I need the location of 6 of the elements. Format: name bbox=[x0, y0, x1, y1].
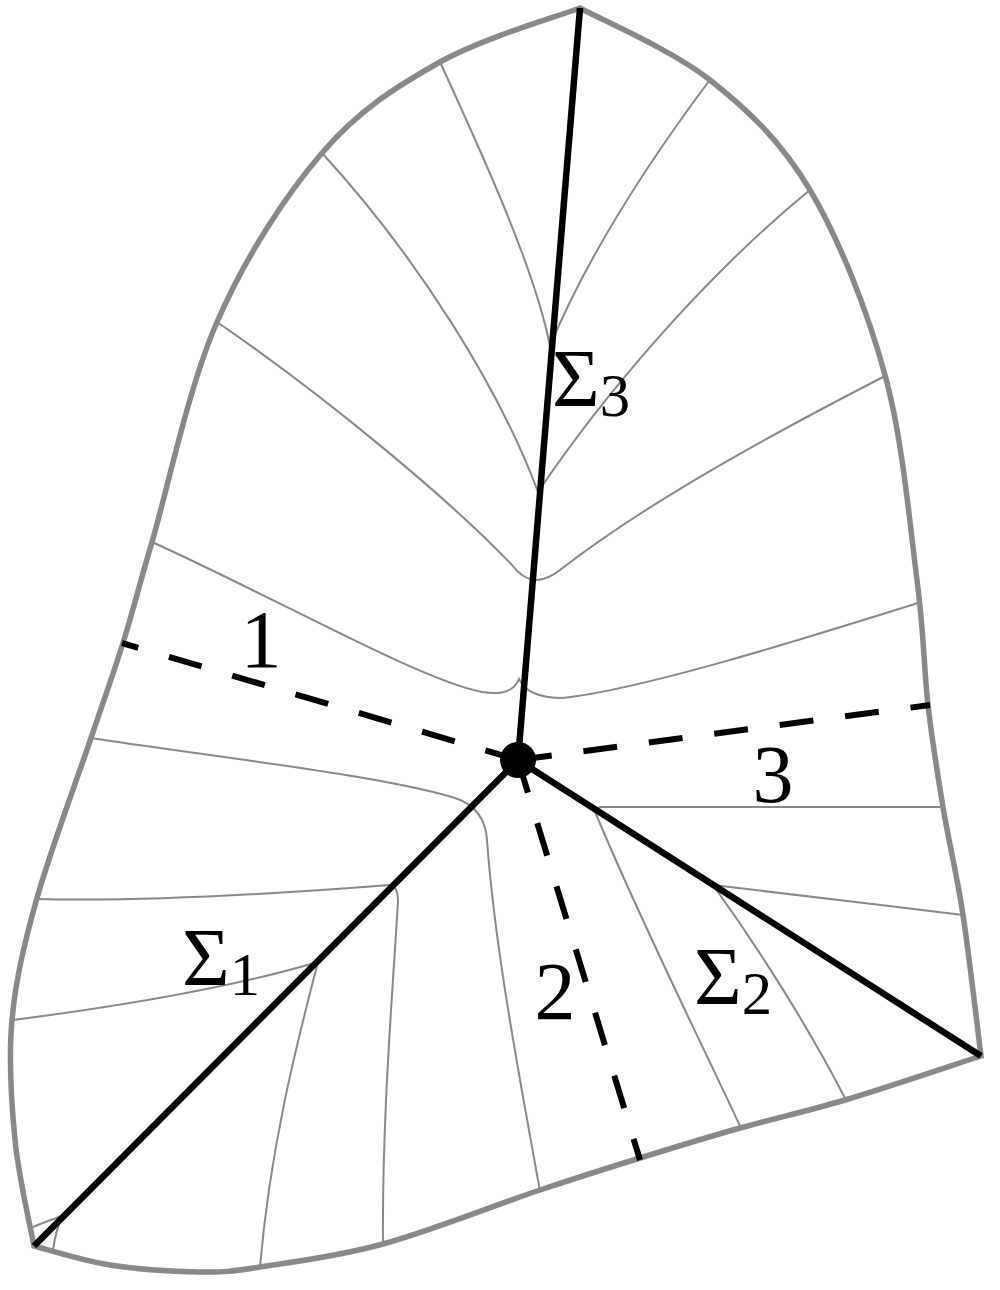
curve-label: Σ$_{1}$ bbox=[181, 917, 261, 999]
curve-label: Σ$_{3}$ bbox=[551, 338, 631, 420]
line-number: 3 bbox=[752, 734, 794, 816]
line-number: 2 bbox=[534, 951, 576, 1033]
curve-label: Σ$_{2}$ bbox=[693, 936, 773, 1018]
line-number: 1 bbox=[240, 599, 282, 681]
